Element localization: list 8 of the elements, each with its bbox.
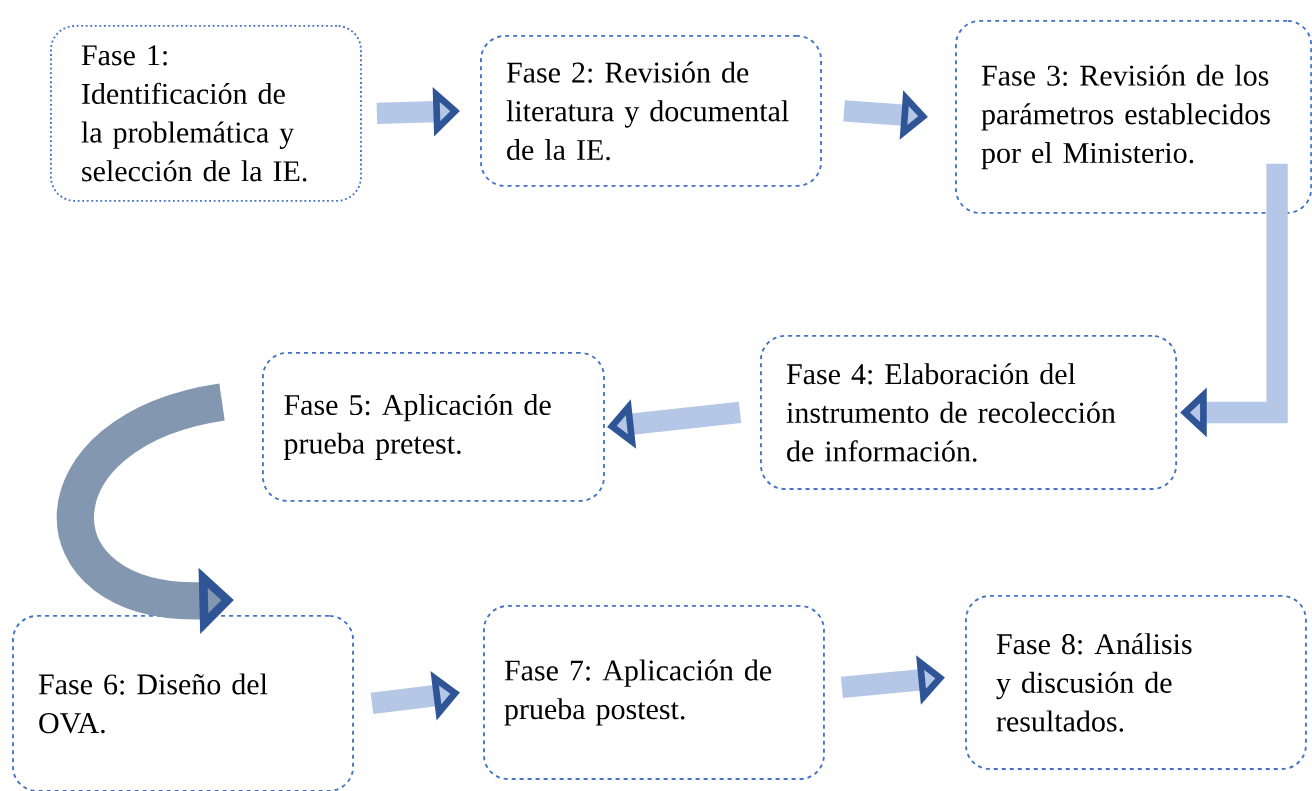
process-box: Fase 8: Análisis y discusión de resultados.	[965, 595, 1307, 770]
process-box: Fase 4: Elaboración del instrumento de recolección de información.	[760, 335, 1178, 490]
process-box: Fase 3: Revisión de los parámetros establecidos por el Ministerio.	[955, 20, 1312, 214]
process-box: Fase 1: Identificación de la problemática y selección de la IE.	[50, 25, 362, 202]
process-box: Fase 5: Aplicación de prueba pretest.	[262, 352, 605, 502]
process-box: Fase 6: Diseño del OVA.	[12, 615, 354, 791]
process-box: Fase 7: Aplicación de prueba postest.	[483, 605, 825, 780]
process-box: Fase 2: Revisión de literatura y documental de la IE.	[480, 35, 822, 187]
